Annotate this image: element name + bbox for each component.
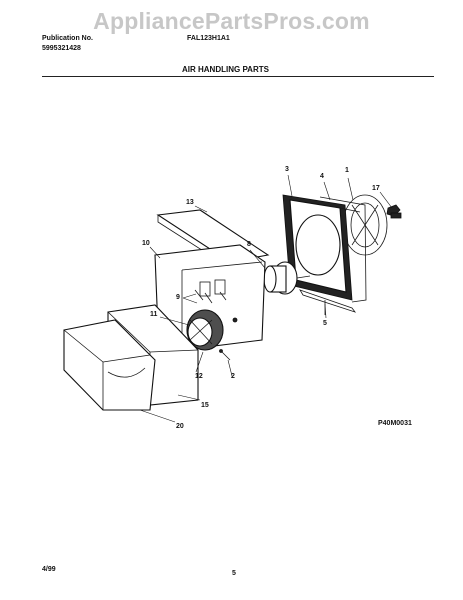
callout-12: 12 — [195, 373, 203, 380]
callout-8: 8 — [247, 241, 251, 248]
callout-3: 3 — [285, 166, 289, 173]
callout-17: 17 — [372, 185, 380, 192]
callout-5: 5 — [323, 320, 327, 327]
blower-housing — [282, 194, 353, 301]
callout-11: 11 — [150, 311, 158, 318]
callout-4: 4 — [320, 173, 324, 180]
fan-hub-nut — [386, 204, 402, 219]
watermark: AppliancePartsPros.com — [93, 8, 370, 34]
discharge-grille — [63, 319, 156, 411]
fan-motor — [263, 261, 311, 295]
callout-15: 15 — [201, 402, 209, 409]
callout-20: 20 — [176, 423, 184, 430]
page-number: 5 — [232, 570, 236, 577]
screw — [219, 349, 231, 361]
model-number: FAL123H1A1 — [187, 35, 230, 42]
callout-10: 10 — [142, 240, 150, 247]
callout-2: 2 — [231, 373, 235, 380]
publication-number: 5995321428 — [42, 45, 81, 52]
diagram-code: P40M0031 — [378, 420, 412, 427]
screws — [194, 289, 227, 304]
blower-wheel — [186, 309, 224, 351]
back-scroll-panel — [319, 196, 367, 303]
callout-1: 1 — [345, 167, 349, 174]
callout-13: 13 — [186, 199, 194, 206]
leader-lines — [139, 174, 393, 423]
section-title: AIR HANDLING PARTS — [182, 65, 269, 74]
publication-label: Publication No. — [42, 35, 93, 42]
footer-date: 4/99 — [42, 566, 56, 573]
header-divider — [42, 76, 434, 77]
callout-9: 9 — [176, 294, 180, 301]
